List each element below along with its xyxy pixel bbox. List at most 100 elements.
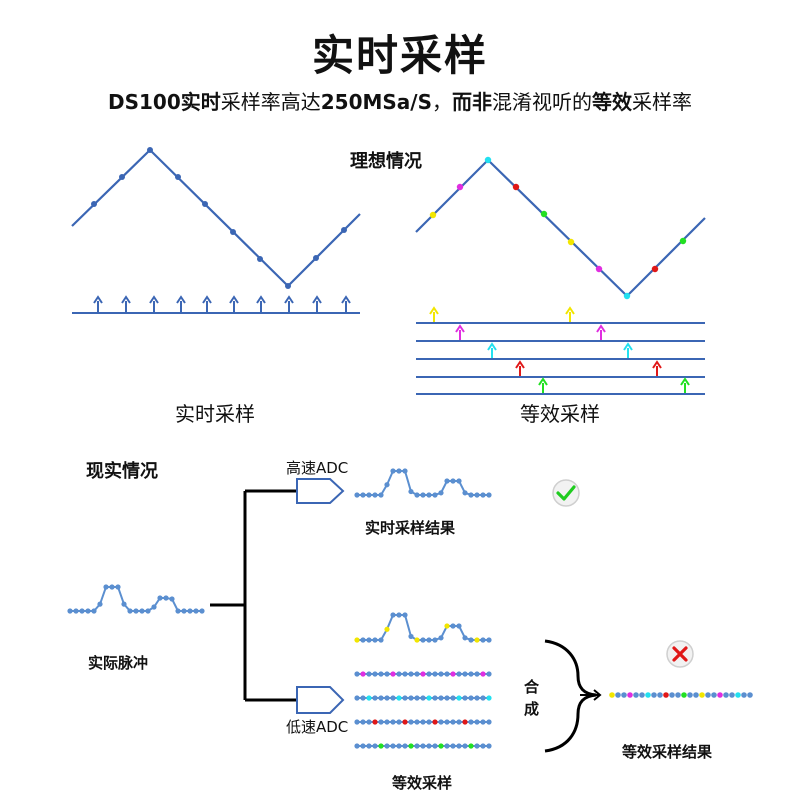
realtime-sample-point <box>341 227 347 233</box>
equivalent-row-sample <box>414 743 420 749</box>
equivalent-sampling-label: 等效采样 <box>392 774 453 792</box>
actual-pulse-sample <box>175 608 181 614</box>
equivalent-result-sample <box>675 692 681 698</box>
equivalent-row-sample <box>480 743 486 749</box>
equivalent-row-sample <box>426 719 432 725</box>
equivalent-row-sample <box>384 671 390 677</box>
equivalent-row-sample <box>354 719 360 725</box>
equivalent-row-sample <box>366 695 372 701</box>
realtime-result-sample <box>426 492 432 498</box>
equivalent-sample-arrow-head <box>487 342 497 351</box>
equivalent-row-sample <box>396 671 402 677</box>
equivalent-row-sample <box>444 743 450 749</box>
equivalent-row-sample <box>372 671 378 677</box>
equivalent-row-sample <box>372 719 378 725</box>
realtime-sample-point <box>91 201 97 207</box>
equivalent-row-sample <box>408 633 414 640</box>
equivalent-row-sample <box>420 743 426 749</box>
equivalent-row-sample <box>450 623 456 629</box>
equivalent-row-sample <box>438 743 444 749</box>
equivalent-row-sample <box>468 671 474 677</box>
realtime-result-sample <box>486 492 492 498</box>
equivalent-row-sample <box>378 719 384 725</box>
actual-pulse-sample <box>121 601 127 607</box>
equivalent-row-sample <box>384 626 390 632</box>
equivalent-result-sample <box>627 692 633 698</box>
actual-pulse-sample <box>163 595 169 601</box>
equivalent-row-sample <box>414 719 420 725</box>
equivalent-row-sample <box>396 719 402 725</box>
realtime-result-sample <box>450 478 456 484</box>
actual-pulse-sample <box>79 608 85 614</box>
equivalent-row-sample <box>486 671 492 677</box>
equivalent-result-sample <box>663 692 669 698</box>
equivalent-row-sample <box>378 743 384 749</box>
high-speed-adc <box>296 478 345 504</box>
equivalent-row-sample <box>438 695 444 701</box>
actual-pulse-sample <box>73 608 79 614</box>
equivalent-sample-arrow-head <box>623 342 633 351</box>
equivalent-row-sample <box>438 635 444 641</box>
high-adc-label: 高速ADC <box>286 459 349 477</box>
equivalent-result-sample <box>687 692 693 698</box>
equivalent-row-sample <box>456 695 462 701</box>
equivalent-sample-point <box>651 265 659 273</box>
equivalent-row-sample <box>450 695 456 701</box>
equivalent-row-sample <box>432 637 438 643</box>
realtime-result-sample <box>378 492 384 498</box>
equivalent-row-sample <box>462 719 468 725</box>
realtime-result-sample <box>390 468 396 474</box>
equivalent-row-sample <box>486 637 492 643</box>
equivalent-result-sample <box>693 692 699 698</box>
equivalent-result-sample <box>717 692 723 698</box>
equivalent-row-sample <box>468 719 474 725</box>
equivalent-row-sample <box>450 743 456 749</box>
realtime-sample-arrow-head <box>93 295 103 304</box>
equivalent-row-sample <box>468 637 474 643</box>
equivalent-row-sample <box>426 695 432 701</box>
actual-pulse-sample <box>133 608 139 614</box>
equivalent-row-sample <box>444 719 450 725</box>
equivalent-result-sample <box>705 692 711 698</box>
realtime-result-sample <box>360 492 366 498</box>
equivalent-row-sample <box>456 743 462 749</box>
realtime-sample-point <box>230 229 236 235</box>
combine-label-2: 成 <box>524 700 540 718</box>
equivalent-row-sample <box>408 719 414 725</box>
equivalent-row-sample <box>384 743 390 749</box>
equivalent-result-sample <box>747 692 753 698</box>
actual-pulse-sample <box>67 608 73 614</box>
equivalent-row-sample <box>420 637 426 643</box>
equivalent-sample-arrow-head <box>515 360 525 369</box>
equivalent-result-sample <box>615 692 621 698</box>
realtime-sample-point <box>202 201 208 207</box>
equivalent-row-sample <box>378 695 384 701</box>
realtime-result-sample <box>366 492 372 498</box>
equivalent-result-label: 等效采样结果 <box>622 743 713 761</box>
equivalent-row-sample <box>414 637 420 643</box>
equivalent-result-sample <box>699 692 705 698</box>
equivalent-row-sample <box>462 743 468 749</box>
equivalent-row-sample <box>390 671 396 677</box>
actual-pulse-sample <box>193 608 199 614</box>
equivalent-row-sample <box>474 743 480 749</box>
equivalent-row-sample <box>408 743 414 749</box>
equivalent-row-sample <box>426 743 432 749</box>
equivalent-row-sample <box>354 743 360 749</box>
low-speed-adc <box>296 686 345 714</box>
equivalent-row-sample <box>432 695 438 701</box>
realtime-sample-point <box>285 283 291 289</box>
subtitle-not: 而非 <box>452 90 493 114</box>
equivalent-row-sample <box>396 695 402 701</box>
equivalent-row-sample <box>402 719 408 725</box>
equivalent-row-sample <box>366 719 372 725</box>
equivalent-row-sample <box>384 719 390 725</box>
equivalent-sample-point <box>484 156 492 164</box>
subtitle-text-2: 混淆视听的 <box>492 90 593 114</box>
real-heading: 现实情况 <box>86 461 158 482</box>
actual-pulse-waveform <box>70 586 202 612</box>
equivalent-result-sample <box>621 692 627 698</box>
equivalent-sample-point <box>567 238 575 246</box>
equivalent-row-sample <box>420 719 426 725</box>
